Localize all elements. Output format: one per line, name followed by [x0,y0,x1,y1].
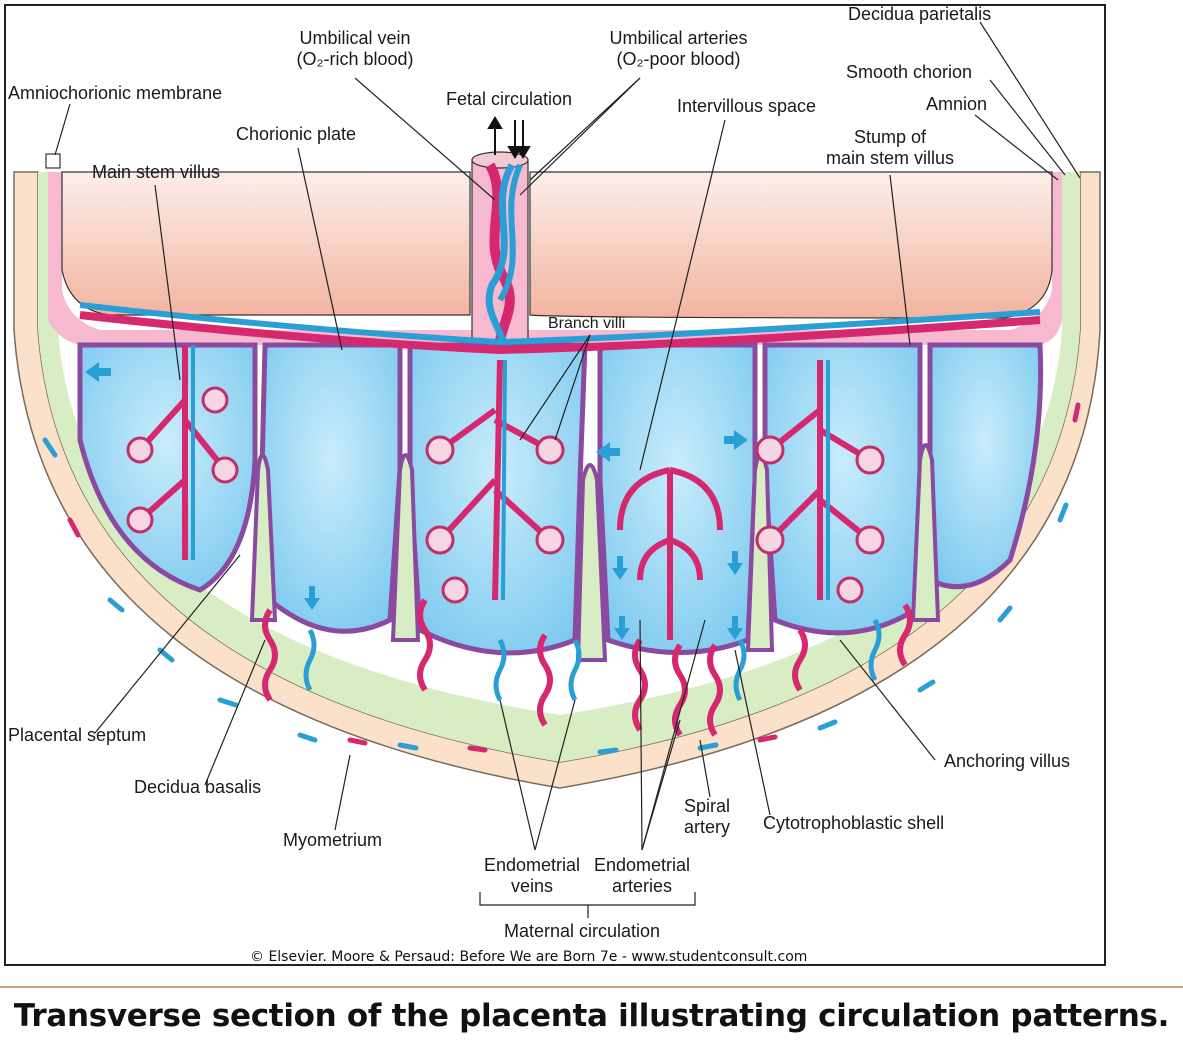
label-umbilical-vein-line2: (O₂-rich blood) [296,49,414,69]
label-endometrial-arteries-line1: Endometrial [593,855,691,875]
label-smooth-chorion: Smooth chorion [846,62,973,82]
label-myometrium: Myometrium [283,830,383,850]
label-endometrial-arteries: Endometrial arteries [582,855,702,897]
placental-septa [249,443,941,662]
label-spiral-artery: Spiral artery [672,796,742,838]
label-endometrial-veins-line1: Endometrial [483,855,581,875]
label-main-stem-villus: Main stem villus [92,162,221,182]
copyright-notice: © Elsevier. Moore & Persaud: Before We a… [250,949,808,965]
label-anchoring-villus: Anchoring villus [944,751,1071,771]
fetal-circulation-arrows [487,116,531,159]
villous-trees [126,345,885,640]
label-decidua-basalis: Decidua basalis [134,777,262,797]
label-decidua-parietalis: Decidua parietalis [848,4,992,24]
label-umbilical-vein-line1: Umbilical vein [299,28,411,48]
label-branch-villi: Branch villi [548,315,626,332]
label-endometrial-veins-line2: veins [510,876,554,896]
label-umbilical-vein: Umbilical vein (O₂-rich blood) [280,28,430,70]
chorionic-artery [79,311,1041,355]
caption-divider [0,986,1183,988]
label-umbilical-arteries-line2: (O₂-poor blood) [616,49,741,69]
amniotic-cavity [61,171,1053,319]
label-stump-line2: main stem villus [825,148,955,168]
label-placental-septum: Placental septum [8,725,147,745]
label-cytotrophoblastic-shell: Cytotrophoblastic shell [763,813,945,833]
label-maternal-circulation: Maternal circulation [504,921,661,941]
endometrial-vessels [262,598,913,737]
label-spiral-line2: artery [683,817,730,837]
label-stump-line1: Stump of [853,127,927,147]
label-endometrial-arteries-line2: arteries [611,876,673,896]
leader-lines [54,21,1081,918]
label-intervillous-space: Intervillous space [677,96,817,116]
chorionic-vein [79,302,1041,346]
label-chorionic-plate: Chorionic plate [236,124,357,144]
label-amniochorionic-membrane: Amniochorionic membrane [8,83,223,103]
figure-caption: Transverse section of the placenta illus… [13,998,1170,1034]
label-endometrial-veins: Endometrial veins [472,855,592,897]
label-spiral-line1: Spiral [683,796,731,816]
label-stump-main-stem-villus: Stump of main stem villus [815,127,965,169]
label-fetal-circulation: Fetal circulation [446,89,573,109]
decidual-vessel-fragments [42,402,1081,755]
label-amnion: Amnion [926,94,988,114]
amniochorionic-marker [45,153,61,169]
flow-arrows [85,362,748,640]
label-umbilical-arteries: Umbilical arteries (O₂-poor blood) [596,28,761,70]
label-umbilical-arteries-line1: Umbilical arteries [609,28,748,48]
